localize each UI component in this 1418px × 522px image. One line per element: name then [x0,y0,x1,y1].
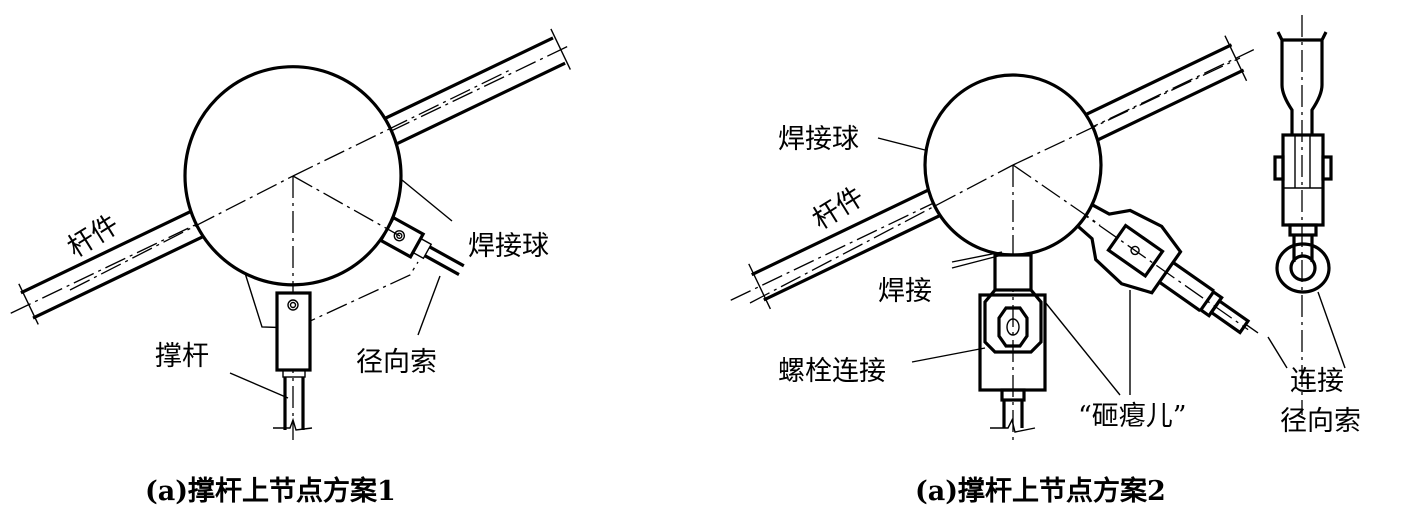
label-weld-ball: 焊接球 [468,231,549,262]
caption-scheme-2: (a)撑杆上节点方案2 [915,475,1166,507]
connect-radial-cable-detail [1273,15,1333,415]
label-member: 杆件 [62,209,124,264]
flattened-cable-connector [1012,164,1259,335]
label-strut: 撑杆 [155,341,209,372]
label-bolt-connection: 螺栓连接 [778,356,886,387]
diagram-scheme-1: 杆件 焊接球 撑杆 径向索 (a)撑杆上节点方案1 [10,28,571,507]
label-connect: 连接 [1290,366,1344,397]
label-weld-ball: 焊接球 [778,124,859,155]
radial-cable-connector [378,215,465,276]
label-radial-cable: 径向索 [356,347,437,378]
label-member: 杆件 [807,181,869,236]
label-radial-cable: 径向索 [1280,406,1361,437]
strut-bolt-end [978,253,1047,433]
label-weld: 焊接 [878,276,932,307]
label-flattened: “砸瘪儿” [1078,401,1187,432]
diagram-scheme-2: 焊接球 杆件 焊接 螺栓连接 “砸瘪儿” 连接 径向索 (a)撑杆上节点方案2 [730,15,1361,507]
strut-end [273,291,313,431]
caption-scheme-1: (a)撑杆上节点方案1 [145,475,396,507]
